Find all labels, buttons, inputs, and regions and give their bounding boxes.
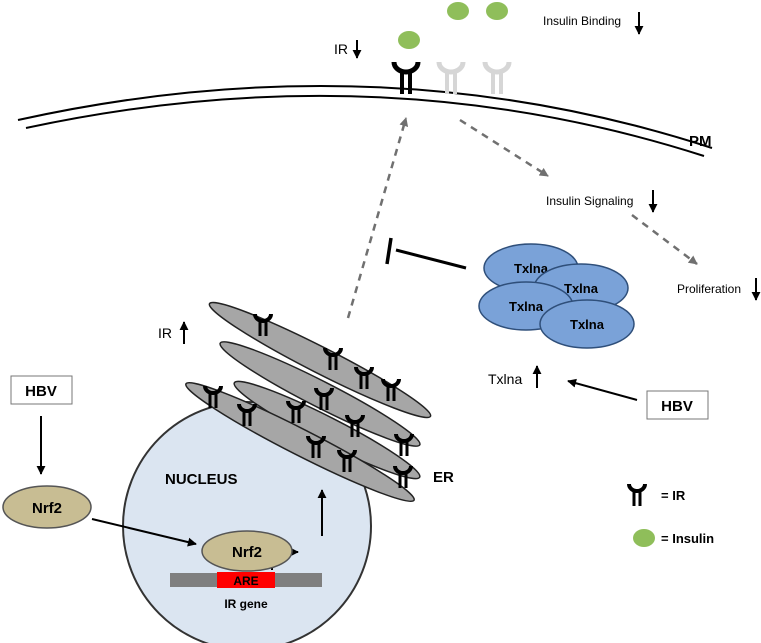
er-label: ER	[433, 469, 454, 486]
plasma-membrane	[17, 85, 713, 157]
are-element	[217, 572, 275, 588]
nrf2-free-label: Nrf2	[32, 500, 62, 517]
legend: = IR = Insulin	[627, 482, 714, 547]
ir-er-label: IR	[158, 325, 172, 341]
proliferation-label: Proliferation	[677, 282, 741, 296]
nrf2-bound	[201, 530, 293, 572]
legend-insulin: = Insulin	[661, 531, 714, 546]
txlna-cluster: Txlna Txlna Txlna Txlna	[478, 243, 635, 349]
nrf2-translocation-arrow	[91, 518, 197, 547]
receptor-icon	[485, 62, 509, 94]
txlna-label: Txlna	[514, 261, 549, 276]
are-label: ARE	[233, 574, 258, 588]
hbv-right-label: HBV	[661, 398, 693, 415]
hbv-left-label: HBV	[25, 383, 57, 400]
receptor-icon	[627, 482, 647, 508]
ir-top-label: IR	[334, 41, 348, 57]
nrf2-free	[2, 485, 92, 529]
insulin-icon	[633, 529, 655, 547]
insulin-signaling-label: Insulin Signaling	[546, 194, 633, 208]
nucleus-label: NUCLEUS	[165, 471, 238, 488]
insulin-binding-label: Insulin Binding	[543, 14, 621, 28]
txlna-label: Txlna	[564, 281, 599, 296]
nrf2-bound-label: Nrf2	[232, 544, 262, 561]
pm-label: PM	[689, 133, 712, 150]
receptor-icon	[439, 62, 463, 94]
proliferation-arrow	[631, 214, 698, 265]
txlna-label: Txlna	[570, 317, 605, 332]
insulin-icon	[447, 2, 469, 20]
signaling-arrow	[459, 118, 549, 178]
inhibition-symbol	[385, 237, 467, 270]
ir-gene-label: IR gene	[224, 597, 268, 611]
hbv-left-box	[10, 375, 73, 405]
insulin-icon	[486, 2, 508, 20]
insulin-icon	[398, 31, 420, 49]
transport-arrow	[346, 117, 409, 319]
txlna-label: Txlna	[509, 299, 544, 314]
hbv-right-box	[646, 390, 709, 420]
txlna-up-label: Txlna	[488, 371, 522, 387]
hbv-txlna-arrow	[567, 378, 638, 401]
legend-ir: = IR	[661, 488, 686, 503]
